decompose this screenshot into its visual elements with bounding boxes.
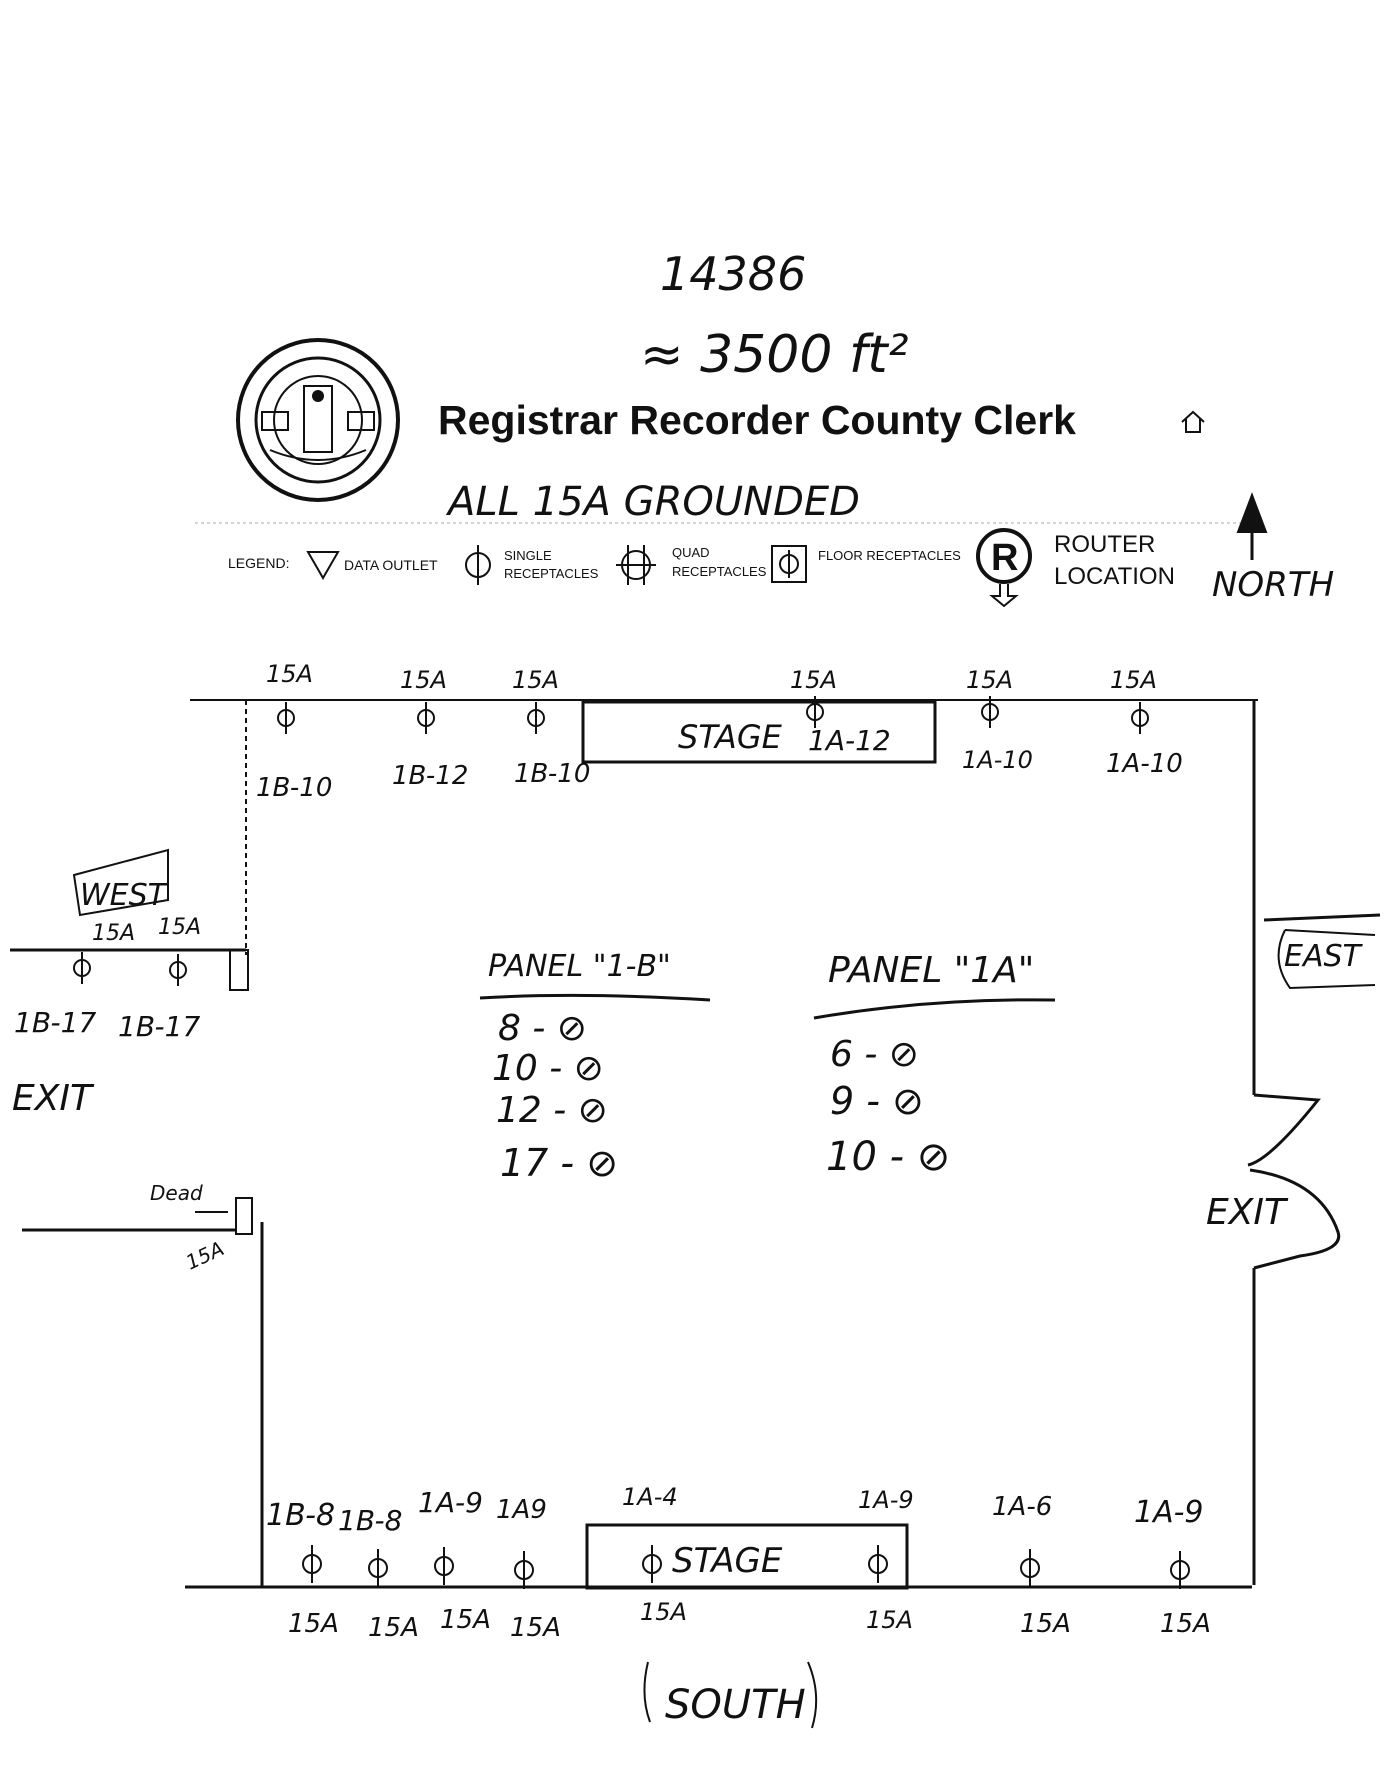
east-box — [1277, 929, 1376, 990]
panel-title: PANEL "1-B" — [488, 949, 671, 984]
north-amp: 15A — [400, 666, 447, 694]
legend-single-2: RECEPTACLES — [504, 566, 599, 581]
east-label: EAST — [1284, 939, 1364, 974]
south-amp: 15A — [866, 1606, 913, 1634]
home-icon — [1181, 410, 1205, 433]
north-amp: 15A — [966, 666, 1013, 694]
legend-quad-1: QUAD — [672, 545, 710, 560]
south-circuit: 1A-9 — [418, 1486, 483, 1519]
south-circuit: 1B-8 — [338, 1504, 402, 1537]
doc-number: 14386 — [660, 247, 806, 301]
panel-row: 9 - ⊘ — [830, 1079, 924, 1123]
north-circuit: 1B-10 — [256, 773, 332, 803]
north-arrow-icon — [1236, 492, 1268, 560]
south-circuit: 1A-4 — [622, 1483, 678, 1511]
floor-receptacle-icon — [771, 545, 807, 583]
single-receptacle-icon — [302, 1545, 1190, 1589]
panel-row: 17 - ⊘ — [500, 1141, 618, 1185]
north-stage — [581, 700, 937, 764]
legend-single-1: SINGLE — [504, 548, 552, 563]
north-circuit: 1A-10 — [962, 746, 1033, 774]
legend-quad-2: RECEPTACLES — [672, 564, 767, 579]
north-wall-receptacles: 15A 15A 15A 15A 15A 15A 1B-10 1B-12 1B-1… — [256, 660, 1183, 803]
north-amp: 15A — [266, 660, 313, 688]
quad-receptacle-icon — [616, 545, 656, 585]
legend-label: LEGEND: — [228, 555, 289, 571]
single-receptacle-icon — [73, 952, 187, 986]
north-stage-label: STAGE — [678, 718, 783, 756]
north-circuit: 1B-12 — [392, 761, 468, 791]
south-circuit: 1A-9 — [1134, 1495, 1204, 1530]
south-wall-receptacles: 1B-8 1B-8 1A-9 1A9 1A-4 1A-9 1A-6 1A-9 1… — [266, 1483, 1211, 1643]
county-seal — [236, 338, 400, 502]
dead-note: Dead — [150, 1181, 203, 1205]
room-walls — [10, 699, 1381, 1589]
west-circuit: 1B-17 — [118, 1010, 200, 1043]
south-amp: 15A — [640, 1598, 687, 1626]
south-amp: 15A — [1020, 1609, 1071, 1639]
south-amp: 15A — [440, 1605, 491, 1635]
south-amp: 15A — [368, 1613, 419, 1643]
south-amp: 15A — [1160, 1609, 1211, 1639]
west-label: WEST — [80, 878, 169, 913]
router-icon: R — [976, 528, 1032, 608]
legend-floor: FLOOR RECEPTACLES — [818, 548, 961, 563]
legend: LEGEND: DATA OUTLET SINGLE RECEPTACLES Q… — [228, 528, 1175, 608]
single-receptacle-icon — [465, 545, 491, 585]
panel-row: 8 - ⊘ — [498, 1008, 587, 1049]
west-amp: 15A — [158, 915, 201, 940]
west-circuit: 1B-17 — [14, 1006, 96, 1039]
north-circuit: 1A-12 — [808, 724, 891, 757]
panel-1b: PANEL "1-B" 8 - ⊘ 10 - ⊘ 12 - ⊘ 17 - ⊘ — [479, 949, 711, 1185]
north-label: NORTH — [1212, 565, 1334, 605]
north-circuit: 1B-10 — [514, 759, 590, 789]
legend-router-2: LOCATION — [1054, 563, 1175, 590]
north-amp: 15A — [1110, 666, 1157, 694]
grounding-note: ALL 15A GROUNDED — [445, 479, 860, 525]
south-stage — [585, 1523, 909, 1590]
west-amp: 15A — [92, 921, 135, 946]
panel-row: 10 - ⊘ — [826, 1134, 950, 1180]
panel-row: 12 - ⊘ — [496, 1090, 608, 1131]
panel-1a: PANEL "1A" 6 - ⊘ 9 - ⊘ 10 - ⊘ — [813, 950, 1056, 1180]
west-box — [72, 848, 169, 917]
page-title: Registrar Recorder County Clerk — [438, 397, 1076, 443]
south-circuit: 1A-9 — [858, 1486, 914, 1514]
south-circuit: 1A-6 — [992, 1492, 1052, 1522]
panel-row: 10 - ⊘ — [492, 1048, 604, 1089]
legend-router-1: ROUTER — [1054, 531, 1155, 558]
data-outlet-icon — [306, 551, 340, 581]
legend-data-outlet: DATA OUTLET — [344, 557, 438, 573]
dead-amp: 15A — [182, 1236, 228, 1274]
south-circuit: 1B-8 — [266, 1498, 335, 1533]
north-amp: 15A — [512, 666, 559, 694]
south-circuit: 1A9 — [496, 1495, 547, 1525]
panel-row: 6 - ⊘ — [830, 1034, 919, 1075]
south-box — [643, 1661, 818, 1729]
west-wall-receptacles: 15A 15A 1B-17 1B-17 — [14, 915, 201, 1043]
east-exit-label: EXIT — [1206, 1192, 1289, 1233]
svg-text:R: R — [991, 537, 1018, 579]
west-exit-label: EXIT — [12, 1078, 95, 1119]
single-receptacle-icon — [277, 696, 1149, 734]
north-amp: 15A — [790, 666, 837, 694]
north-circuit: 1A-10 — [1106, 749, 1183, 779]
south-stage-label: STAGE — [672, 1541, 783, 1581]
area-note: ≈ 3500 ft² — [640, 325, 909, 385]
south-amp: 15A — [288, 1609, 339, 1639]
panel-title: PANEL "1A" — [828, 950, 1034, 991]
south-amp: 15A — [510, 1613, 561, 1643]
south-label: SOUTH — [665, 1682, 806, 1728]
